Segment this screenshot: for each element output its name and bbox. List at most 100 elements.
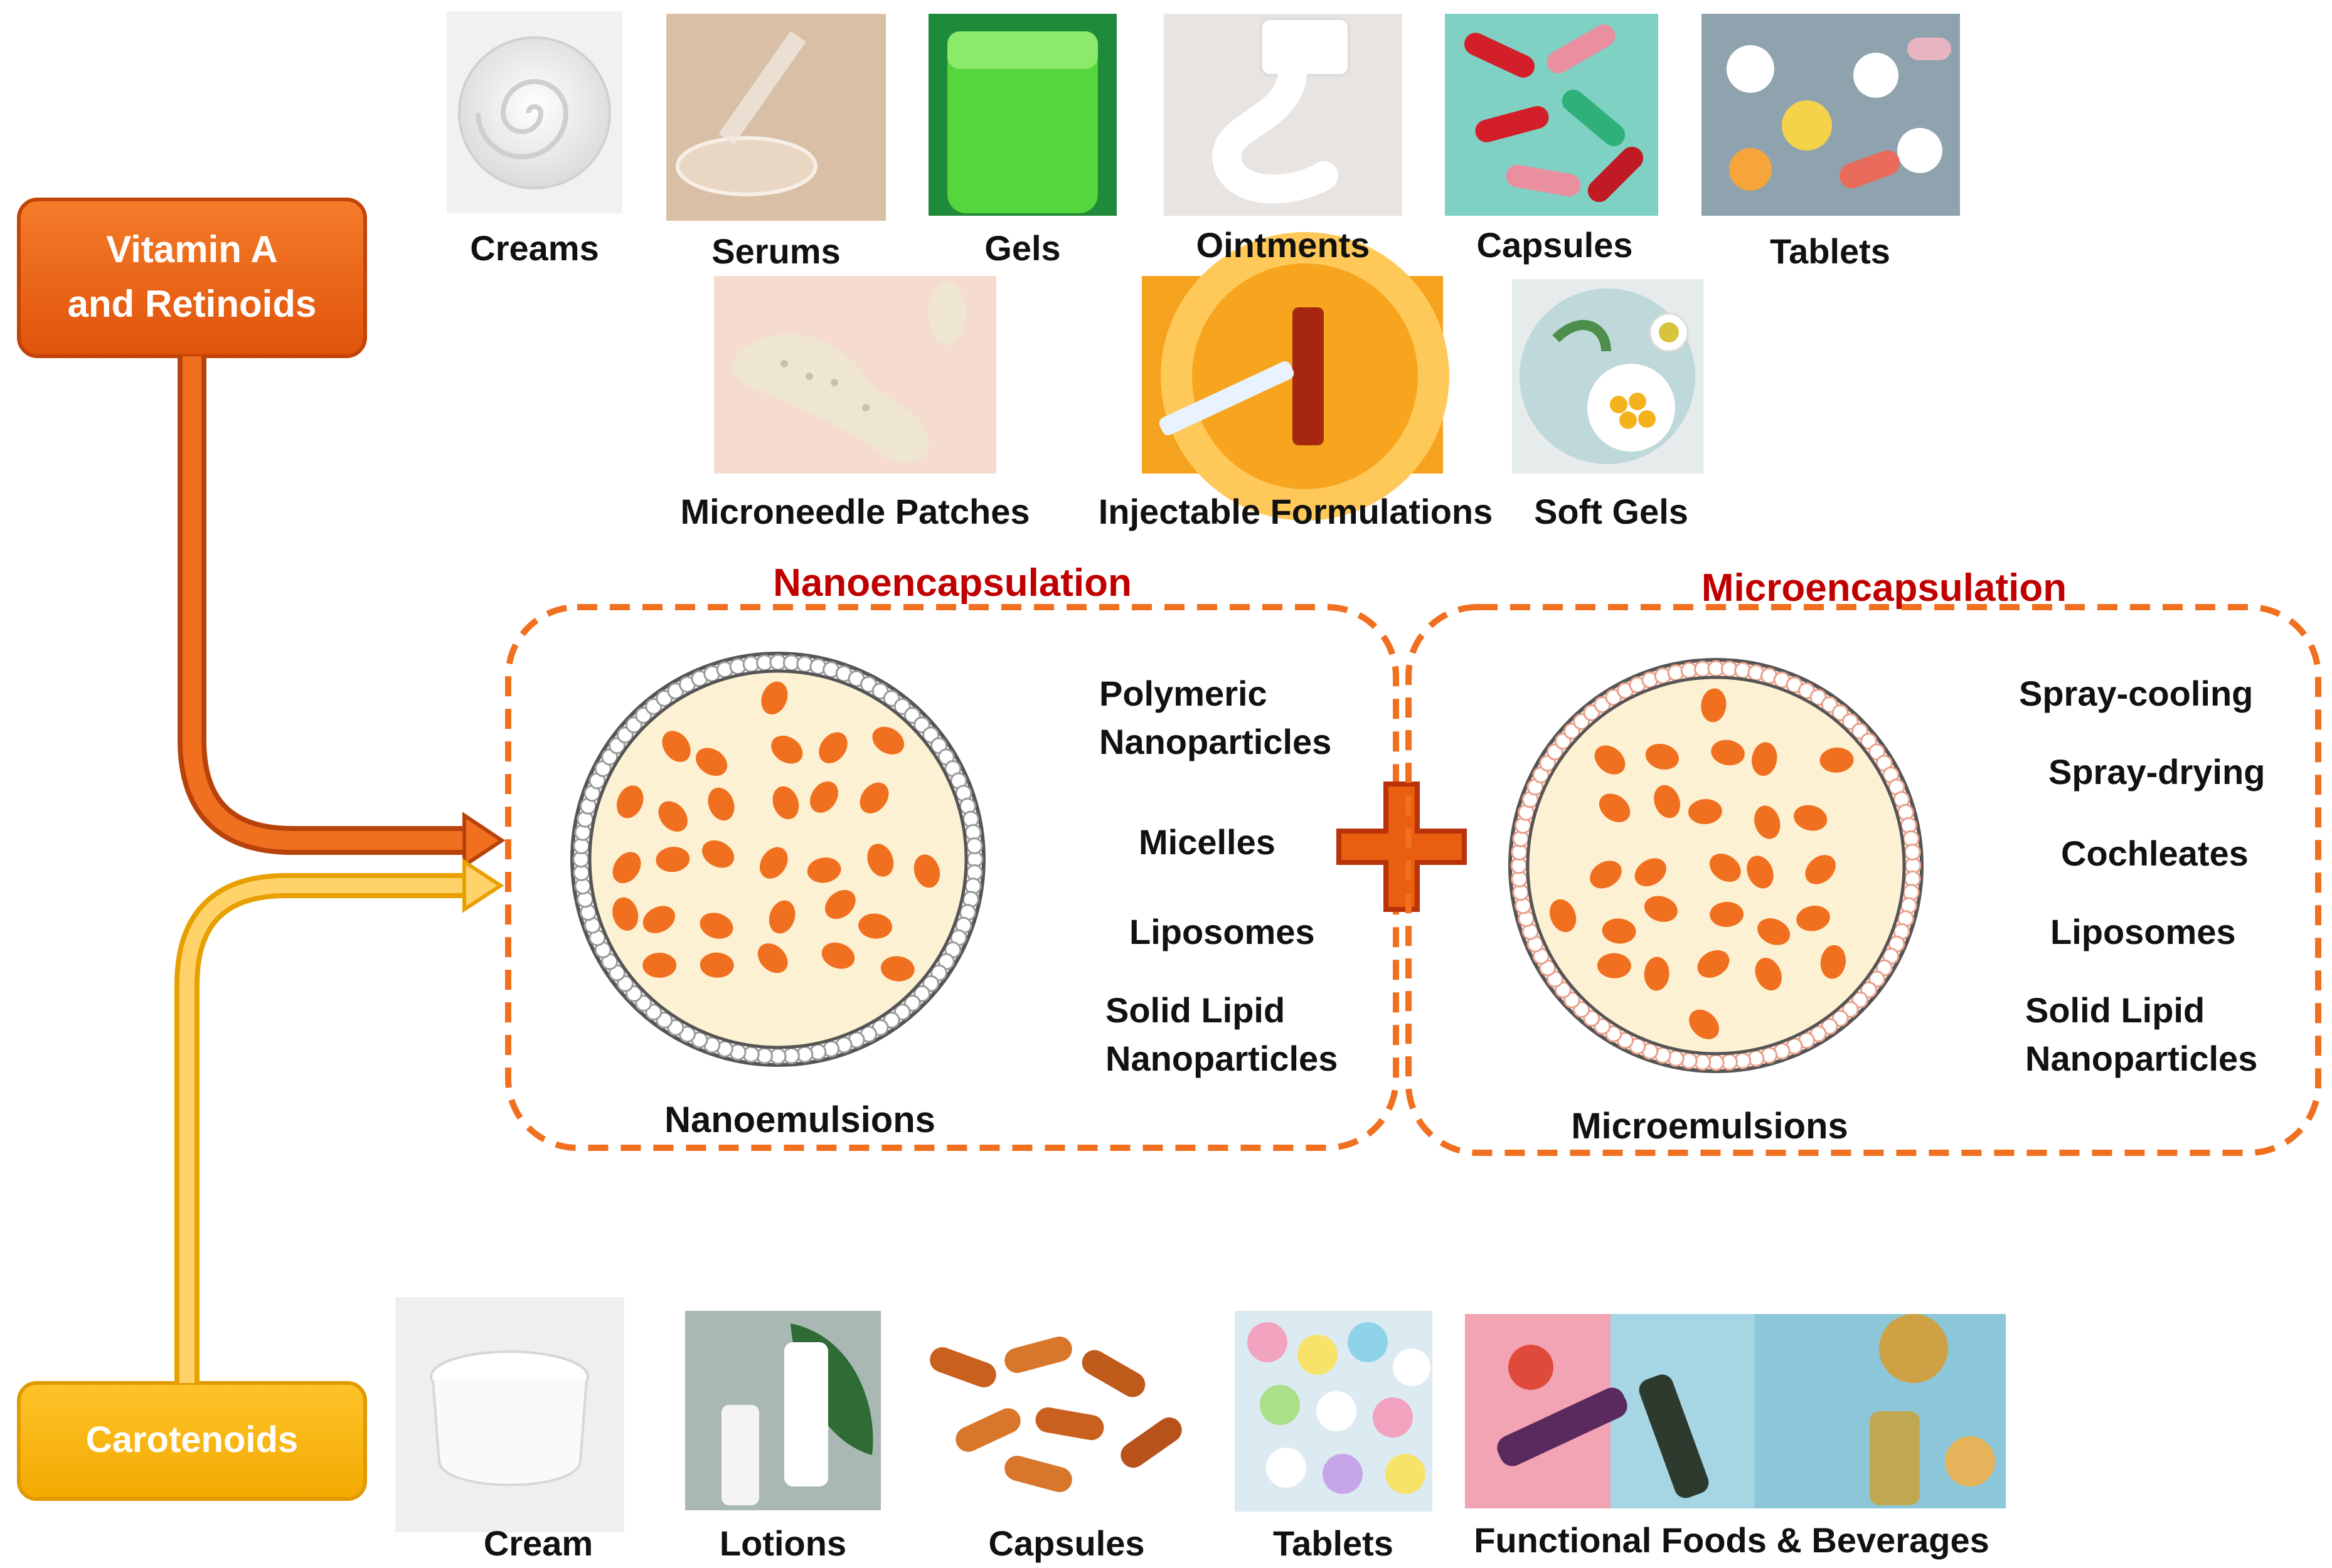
product-label-tablets-bottom: Tablets: [1273, 1523, 1393, 1563]
functional-foods-beverages-image: [1465, 1314, 2006, 1508]
nano-technique-polymeric-2: Nanoparticles: [1099, 722, 1331, 761]
carotenoids-arrow: [174, 858, 504, 1383]
nanoencapsulation-section: Nanoencapsulation Nanoemulsions Polymeri…: [505, 561, 1399, 1151]
micro-technique-liposomes: Liposomes: [2050, 912, 2236, 951]
droplet: [708, 787, 735, 821]
micro-technique-sln-1: Solid Lipid: [2025, 990, 2205, 1030]
top-product-images: [447, 11, 1960, 521]
droplet: [1701, 688, 1727, 723]
droplet: [761, 681, 788, 715]
lipid-bead: [1903, 844, 1921, 861]
droplet: [1688, 798, 1722, 825]
droplet: [1590, 861, 1622, 889]
droplet: [1697, 950, 1730, 978]
droplet: [662, 731, 691, 762]
product-label-capsules-bottom: Capsules: [989, 1523, 1145, 1563]
soft-gels-image: [1512, 279, 1703, 474]
serums-image: [666, 14, 886, 221]
creams-image: [447, 11, 622, 213]
droplet: [1755, 958, 1782, 991]
droplet: [772, 786, 799, 820]
droplet: [1710, 901, 1744, 927]
cream-image: [395, 1297, 624, 1532]
droplet: [1654, 785, 1681, 818]
nanoemulsions-label: Nanoemulsions: [664, 1099, 935, 1140]
vitamin-a-label-line1: Vitamin A: [106, 228, 277, 270]
microemulsions-label: Microemulsions: [1571, 1106, 1848, 1147]
droplet: [1794, 805, 1828, 831]
micro-technique-spray-drying: Spray-drying: [2048, 752, 2265, 792]
droplet: [616, 785, 644, 818]
droplet: [642, 906, 676, 933]
nanoemulsion-particle: [570, 652, 986, 1067]
product-label-cream: Cream: [484, 1523, 593, 1563]
droplet: [1689, 1009, 1719, 1039]
product-label-soft-gels: Soft Gels: [1534, 492, 1688, 531]
product-label-microneedle-patches: Microneedle Patches: [680, 492, 1030, 531]
product-label-serums: Serums: [711, 231, 840, 271]
droplet: [880, 956, 915, 982]
droplet: [858, 913, 893, 939]
tablets-image-top: [1701, 14, 1960, 216]
droplet: [1594, 745, 1626, 775]
droplet: [700, 952, 734, 978]
product-label-injectable-formulations: Injectable Formulations: [1099, 492, 1493, 531]
droplet: [1819, 747, 1854, 773]
droplet: [913, 854, 940, 888]
droplet: [1757, 918, 1791, 945]
droplet: [612, 897, 639, 931]
droplet: [656, 847, 690, 872]
droplet: [1747, 856, 1774, 889]
gels-image: [929, 14, 1117, 216]
droplet: [1754, 805, 1781, 839]
droplet: [1599, 793, 1631, 822]
nano-technique-micelles: Micelles: [1139, 822, 1275, 862]
microneedle-patches-image: [714, 276, 996, 474]
droplet: [658, 801, 688, 832]
droplet: [759, 847, 788, 879]
micro-technique-sln-2: Nanoparticles: [2025, 1039, 2257, 1078]
top-product-labels-row1: Creams Serums Gels Ointments Capsules Ta…: [470, 225, 1890, 271]
vitamin-a-source: Vitamin A and Retinoids: [17, 198, 367, 358]
plus-icon: [1336, 781, 1467, 912]
carotenoids-source: Carotenoids: [17, 1381, 367, 1501]
droplet: [700, 913, 733, 939]
droplet: [702, 840, 735, 868]
droplet: [1597, 953, 1631, 978]
microemulsion-particle: [1508, 658, 1924, 1073]
droplet: [872, 726, 905, 755]
product-label-ointments: Ointments: [1196, 225, 1370, 265]
top-product-labels-row2: Microneedle Patches Injectable Formulati…: [680, 492, 1688, 531]
product-label-functional-foods-beverages: Functional Foods & Beverages: [1474, 1520, 1989, 1560]
bottom-product-images: [395, 1297, 2006, 1532]
droplet: [1602, 918, 1636, 944]
droplet: [1805, 855, 1836, 884]
droplet: [1796, 906, 1830, 931]
droplet: [807, 857, 841, 883]
product-label-gels: Gels: [984, 228, 1060, 268]
lotions-image: [685, 1311, 881, 1510]
nano-technique-sln-1: Solid Lipid: [1105, 990, 1285, 1030]
droplet: [1644, 896, 1678, 922]
droplet: [1634, 858, 1666, 887]
droplet: [1752, 742, 1777, 776]
micro-technique-spray-cooling: Spray-cooling: [2019, 674, 2253, 713]
vitamin-a-arrow: [178, 356, 506, 869]
capsules-image-bottom: [903, 1317, 1211, 1502]
nano-technique-sln-2: Nanoparticles: [1105, 1039, 1338, 1078]
lipid-bead: [966, 837, 983, 855]
ointments-image: [1164, 14, 1402, 216]
droplet: [867, 844, 894, 877]
vitamin-a-label-line2: and Retinoids: [68, 283, 317, 325]
droplet: [1645, 743, 1679, 770]
droplet: [860, 782, 889, 813]
droplet: [771, 735, 803, 764]
droplet: [825, 889, 856, 919]
nano-technique-polymeric-1: Polymeric: [1099, 674, 1267, 713]
nanoencapsulation-title: Nanoencapsulation: [773, 561, 1132, 605]
product-label-creams: Creams: [470, 228, 599, 268]
tablets-image-bottom: [1235, 1311, 1432, 1512]
droplet: [769, 900, 796, 934]
carotenoids-label: Carotenoids: [86, 1419, 298, 1460]
